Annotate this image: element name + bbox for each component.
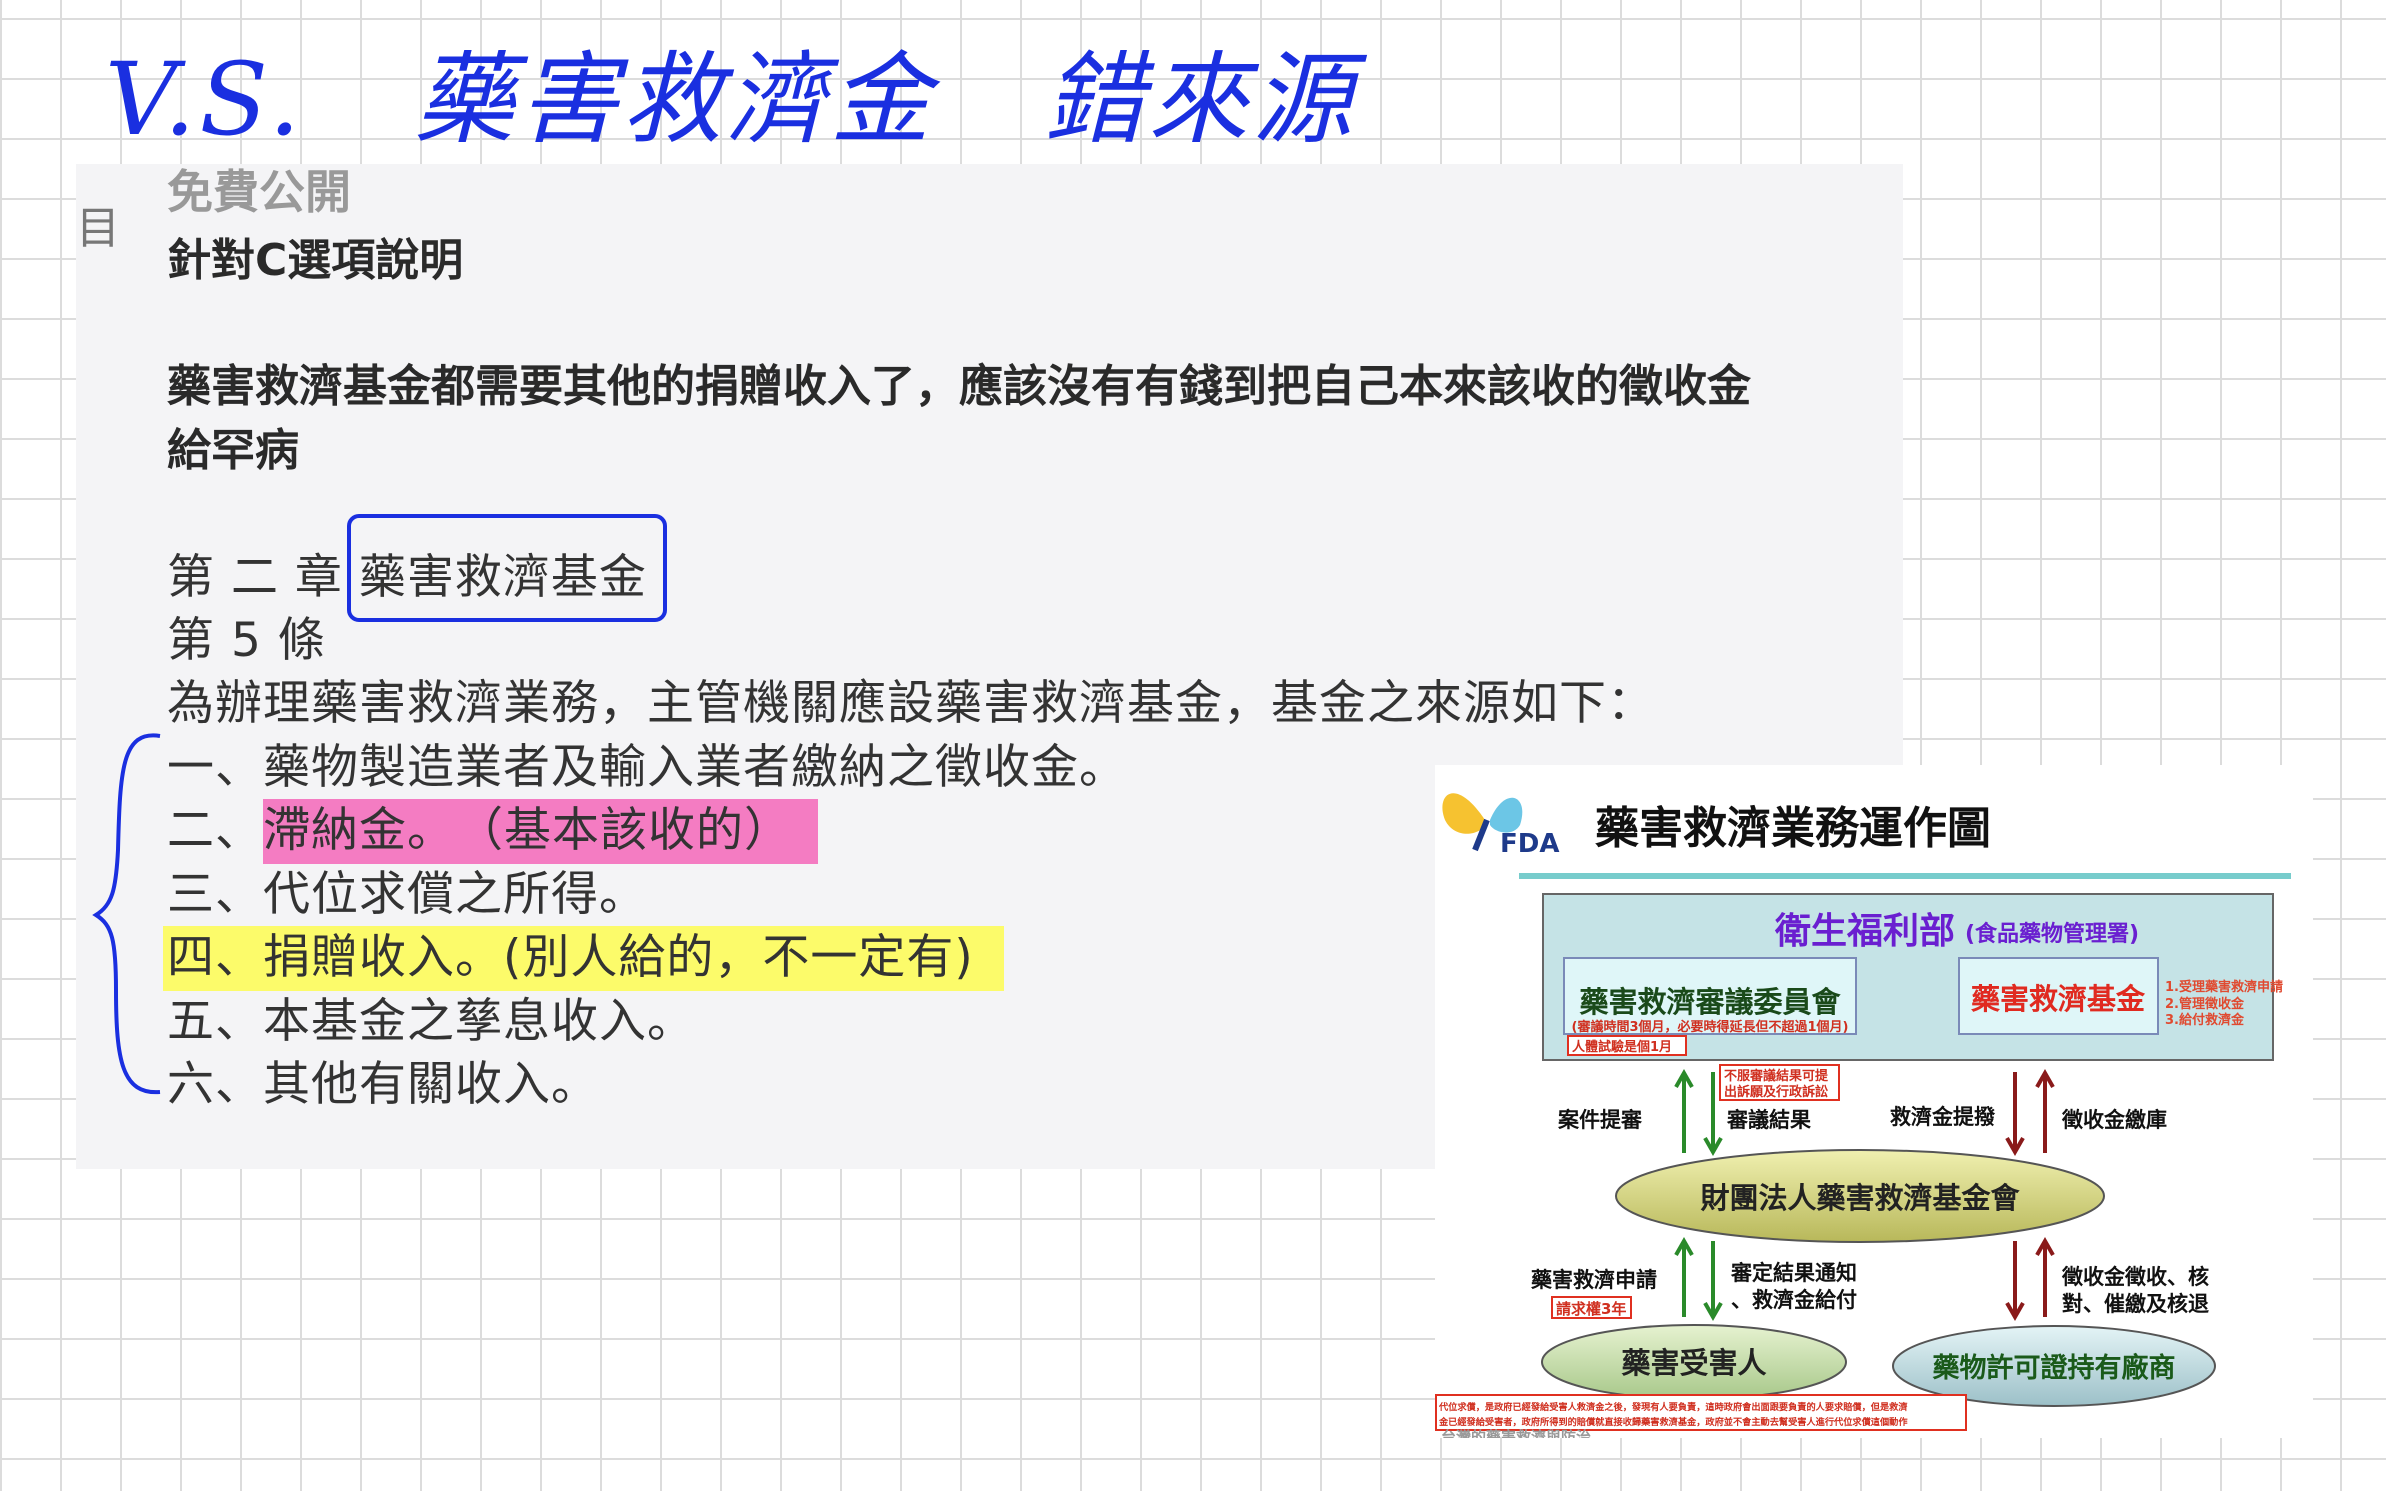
fund-duty: 3.給付救濟金 (2165, 1012, 2245, 1028)
item-text: 代位求償之所得。 (263, 867, 647, 922)
label-allocate: 救濟金提撥 (1890, 1105, 1996, 1129)
yellow-highlight: 四、捐贈收入。(別人給的，不一定有) (163, 926, 1004, 991)
arrow-down-icon (2005, 1241, 2025, 1322)
foundation-label: 財團法人藥害救濟基金會 (1700, 1181, 2020, 1215)
committee-annotation: 人體試驗是個1月 (1572, 1039, 1672, 1055)
item-num: 一、 (167, 740, 263, 795)
arrow-down-icon (2005, 1072, 2025, 1157)
arrow-up-icon (2035, 1068, 2055, 1153)
fund-duty: 1.受理藥害救濟申請 (2165, 979, 2283, 995)
flow-diagram-image: FDA 藥害救濟業務運作圖 衛生福利部 (食品藥物管理署) 藥害救濟審議委員會 … (1435, 765, 2313, 1446)
committee-box (1563, 957, 1857, 1035)
appeal-line: 出訴願及行政訴訟 (1724, 1084, 1828, 1100)
fund-duty: 2.管理徵收金 (2165, 996, 2245, 1012)
fda-butterfly-logo-icon: FDA (1442, 793, 1559, 859)
fund-label: 藥害救濟基金 (1971, 982, 2146, 1016)
arrow-up-icon (1674, 1236, 1694, 1317)
item-text-highlighted-pink: 滯納金。 （基本該收的） (263, 799, 818, 864)
paragraph-line-2: 給罕病 (167, 425, 299, 476)
label-apply: 藥害救濟申請 (1530, 1268, 1657, 1292)
foundation-ellipse (1615, 1149, 2105, 1243)
item-text: 其他有關收入。 (263, 1057, 599, 1112)
arrow-up-icon (1674, 1068, 1694, 1153)
label-case: 案件提審 (1557, 1108, 1643, 1132)
list-item: 二、滯納金。 （基本該收的） (167, 791, 818, 864)
victim-label: 藥害受害人 (1621, 1346, 1766, 1380)
licensee-label: 藥物許可證持有廠商 (1933, 1352, 2176, 1384)
arrow-down-icon (1703, 1241, 1723, 1322)
claim-box (1551, 1296, 1632, 1319)
cut-heading: 免費公開 (167, 165, 351, 219)
item-text: 藥物製造業者及輸入業者繳納之徵收金。 (263, 740, 1127, 795)
arrow-up-icon (2035, 1236, 2055, 1317)
ministry-label: 衛生福利部 (1774, 911, 1955, 952)
list-item: 五、本基金之孳息收入。 (167, 982, 695, 1051)
item-num: 二、 (167, 803, 263, 858)
item-num: 五、 (167, 994, 263, 1049)
list-item: 一、藥物製造業者及輸入業者繳納之徵收金。 (167, 728, 1127, 797)
item-text: 本基金之孳息收入。 (263, 994, 695, 1049)
article: 第 5 條 (167, 613, 326, 668)
arrows (1674, 1068, 2055, 1322)
footnote-line: 代位求償，是政府已經發給受害人救濟金之後，發現有人要負責，這時政府會出面跟要負責… (1438, 1401, 1908, 1413)
label-notice: 、救濟金給付 (1731, 1288, 1857, 1312)
appeal-line: 不服審議結果可提 (1724, 1068, 1829, 1084)
label-treasury: 徵收金繳庫 (2061, 1108, 2167, 1132)
list-item: 三、代位求償之所得。 (167, 855, 647, 924)
list-item: 四、捐贈收入。(別人給的，不一定有) (163, 918, 1004, 991)
label-claim: 請求權3年 (1556, 1300, 1626, 1318)
handwritten-box-annotation (347, 514, 667, 622)
heading: 針對C選項說明 (167, 235, 464, 286)
handwritten-note: 錯來源 (1044, 41, 1357, 158)
ministry-sub-label: (食品藥物管理署) (1965, 921, 2139, 947)
handwritten-title: V.S. 藥害救濟金錯來源 (105, 18, 1466, 163)
item-num: 三、 (167, 867, 263, 922)
footnote-box (1435, 1394, 1967, 1431)
paragraph-line-1: 藥害救濟基金都需要其他的捐贈收入了，應該沒有有錢到把自己本來該收的徵收金 (167, 361, 1751, 412)
appeal-box (1719, 1064, 1840, 1101)
caption: 台灣的藥害救濟與防治 (1441, 1428, 1591, 1438)
intro: 為辦理藥害救濟業務，主管機關應設藥害救濟基金，基金之來源如下： (167, 676, 1655, 731)
handwritten-brace-annotation (92, 733, 161, 1095)
list-item: 六、其他有關收入。 (167, 1045, 599, 1114)
text-screenshot-panel: 免費公開 目 針對C選項說明 藥害救濟基金都需要其他的捐贈收入了，應該沒有有錢到… (76, 164, 1903, 1169)
committee-note: (審議時間3個月，必要時得延長但不超過1個月) (1572, 1019, 1849, 1035)
handwritten-subject: 藥害救濟金 (414, 41, 935, 158)
label-levy: 徵收金徵收、核 (2061, 1265, 2209, 1289)
diagram-title: 藥害救濟業務運作圖 (1595, 803, 1991, 854)
arrow-down-icon (1703, 1072, 1723, 1157)
label-levy: 對、催繳及核退 (2062, 1292, 2209, 1316)
fund-box (1958, 957, 2159, 1035)
side-label: 目 (76, 203, 120, 254)
chapter-title: 藥害救濟基金 (358, 550, 647, 605)
handwritten-vs: V.S. (105, 41, 305, 158)
item-num: 六、 (167, 1057, 263, 1112)
label-notice: 審定結果通知 (1730, 1261, 1857, 1285)
label-result: 審議結果 (1726, 1108, 1811, 1132)
footnote-line: 金已經發給受害者，政府所得到的賠償就直接收歸藥害救濟基金，政府並不會主動去幫受害… (1438, 1416, 1908, 1428)
committee-annotation-box (1567, 1035, 1687, 1056)
item-text-highlighted-yellow: 捐贈收入。(別人給的，不一定有) (263, 930, 974, 985)
chapter-prefix: 第 二 章 (167, 550, 359, 605)
licensee-ellipse (1892, 1325, 2216, 1407)
committee-label: 藥害救濟審議委員會 (1579, 985, 1841, 1019)
logo-text: FDA (1500, 829, 1559, 859)
chapter-line: 第 二 章 藥害救濟基金 (167, 538, 647, 607)
item-num: 四、 (167, 930, 263, 985)
